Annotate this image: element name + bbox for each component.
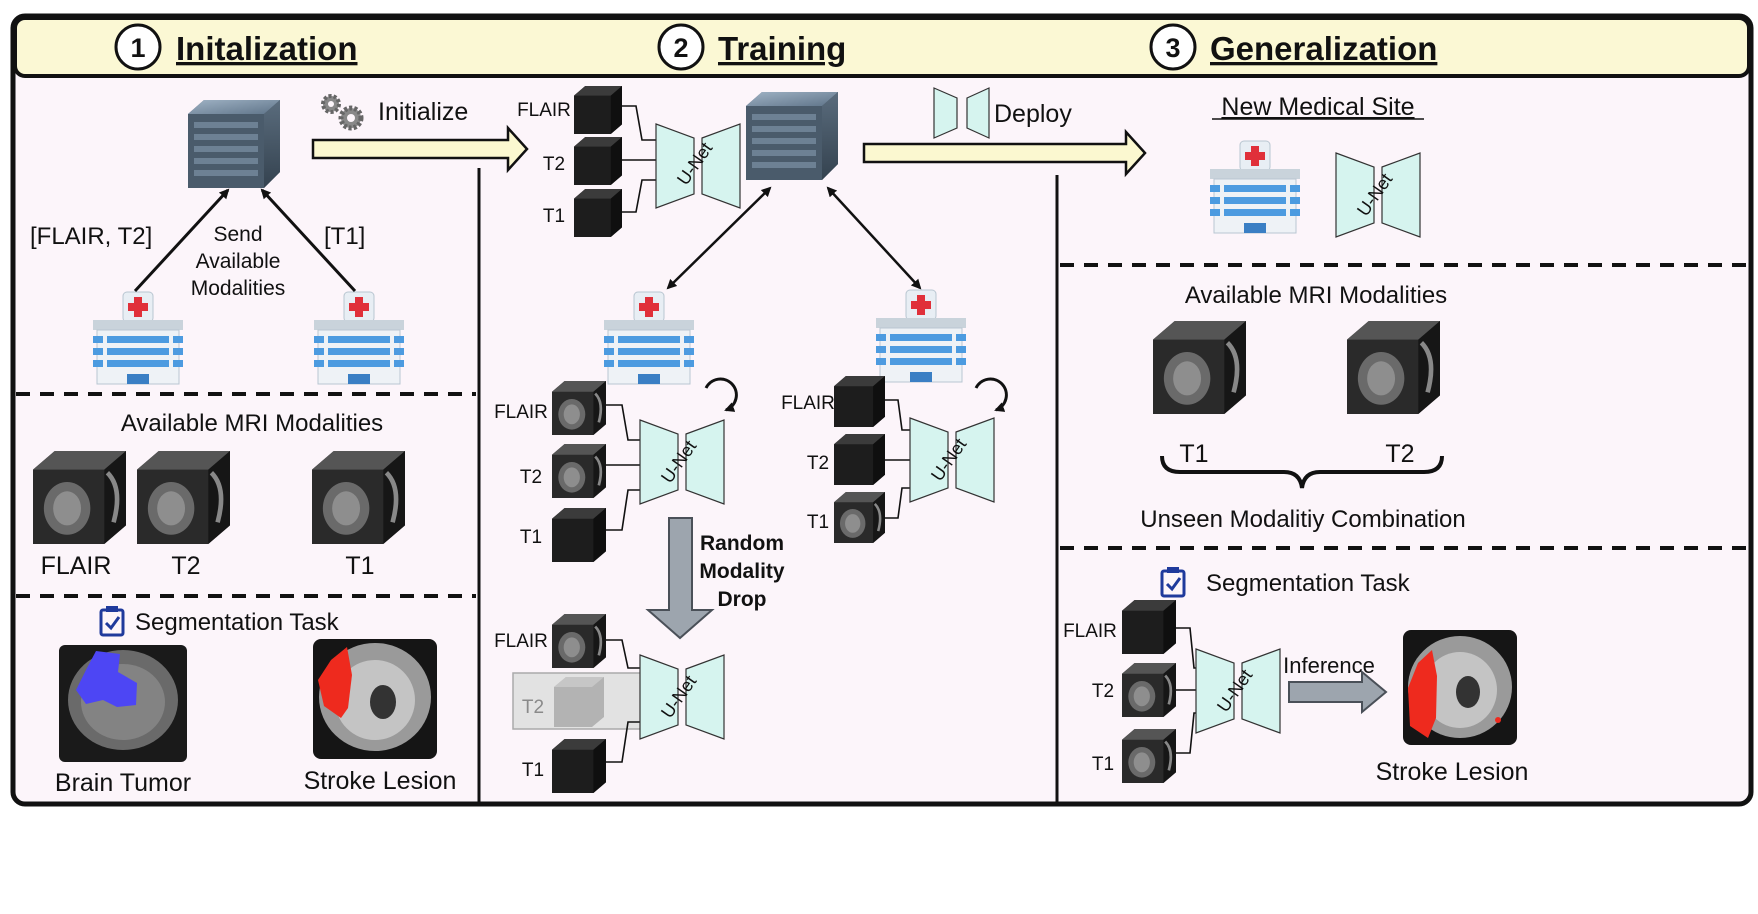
top-input-t2: T2	[543, 154, 565, 175]
gen-cube-t2	[1120, 661, 1178, 719]
drop-label-line-3: Drop	[718, 588, 767, 611]
arrow-client-a-to-server	[133, 188, 230, 293]
client-b-input-flair: FLAIR	[781, 393, 835, 414]
arrow-client-b-to-server	[260, 188, 357, 293]
init-seg-title: Segmentation Task	[135, 609, 340, 636]
drop-arrow	[645, 517, 715, 640]
client-b-input-t2: T2	[807, 453, 829, 474]
top-cube-flair	[574, 86, 622, 134]
step-1-badge	[114, 23, 162, 71]
section-title-init: Initalization	[176, 30, 358, 67]
step-3-number: 3	[1165, 33, 1180, 63]
client-a-input-flair: FLAIR	[494, 402, 548, 423]
top-input-wires	[622, 105, 658, 213]
cube-label-flair-init: FLAIR	[41, 552, 112, 580]
client-b-cube-flair	[834, 376, 885, 427]
cube-t1-init	[312, 451, 405, 544]
send-label-line-1: Send	[213, 223, 262, 246]
clipboard-check-icon	[99, 606, 125, 637]
stroke-lesion-image-init	[313, 639, 437, 759]
top-input-t1: T1	[543, 206, 565, 227]
header-band	[13, 16, 1751, 78]
client-a-cube-t1	[552, 508, 606, 562]
client-a-loop-icon	[704, 377, 738, 412]
dropped-wires	[606, 639, 642, 763]
brain-tumor-image	[59, 645, 187, 762]
top-input-flair: FLAIR	[517, 100, 571, 121]
step-2-badge	[657, 23, 705, 71]
cube-t2-init	[137, 451, 230, 544]
client-a-cube-flair	[550, 379, 608, 437]
gen-cube-t1	[1120, 727, 1178, 785]
init-modalities-title: Available MRI Modalities	[121, 410, 383, 437]
inference-label: Inference	[1283, 653, 1375, 678]
cube-flair-init	[33, 451, 126, 544]
cube-label-t1-gen: T1	[1179, 440, 1208, 468]
client-b-loop-icon	[974, 377, 1008, 412]
header-section-2: 2 Training	[657, 23, 846, 71]
client-b-input-t1: T1	[807, 512, 829, 533]
drop-label-line-2: Modality	[699, 560, 784, 583]
cube-t1-gen	[1153, 321, 1246, 414]
step-3-badge	[1149, 23, 1197, 71]
new-site-title: New Medical Site	[1221, 93, 1414, 121]
stroke-lesion-label-init: Stroke Lesion	[304, 767, 457, 795]
right-modalities-label: [T1]	[324, 223, 365, 250]
inference-arrow	[1288, 669, 1388, 715]
client-a-wires	[606, 404, 642, 531]
header-section-3: 3 Generalization	[1149, 23, 1437, 71]
unseen-combination-label: Unseen Modalitiy Combination	[1140, 506, 1466, 533]
send-label-line-3: Modalities	[191, 277, 286, 300]
section-title-general: Generalization	[1210, 30, 1437, 67]
step-2-number: 2	[673, 33, 688, 63]
initialize-arrow	[311, 124, 529, 174]
step-1-number: 1	[130, 33, 145, 63]
combination-brace	[1160, 455, 1444, 489]
client-b-cube-t2	[834, 434, 885, 485]
cube-t2-gen	[1347, 321, 1440, 414]
dropped-cube-flair	[550, 612, 608, 670]
client-b-wires	[884, 399, 912, 519]
client-a-input-t2: T2	[520, 467, 542, 488]
send-label-line-2: Available	[196, 250, 281, 273]
dropped-input-t2: T2	[522, 697, 544, 718]
gen-modalities-title: Available MRI Modalities	[1185, 282, 1447, 309]
gear-icon	[321, 94, 364, 131]
central-server-training	[746, 92, 838, 180]
dropped-input-t1: T1	[522, 760, 544, 781]
deploy-arrow	[862, 128, 1147, 178]
central-server-init	[188, 100, 280, 188]
dropped-cube-t2	[554, 677, 604, 727]
header-section-1: 1 Initalization	[114, 23, 358, 71]
gen-input-flair: FLAIR	[1063, 621, 1117, 642]
client-a-cube-t2	[550, 442, 608, 500]
cube-label-t1-init: T1	[345, 552, 374, 580]
client-b-cube-t1	[832, 490, 887, 545]
sync-arrow-client-a	[666, 186, 772, 290]
left-modalities-label: [FLAIR, T2]	[30, 223, 152, 250]
client-a-input-t1: T1	[520, 527, 542, 548]
gen-input-t1: T1	[1092, 754, 1114, 775]
drop-label-line-1: Random	[700, 532, 784, 555]
brain-tumor-label: Brain Tumor	[55, 769, 191, 797]
dropped-input-flair: FLAIR	[494, 631, 548, 652]
stroke-lesion-label-gen: Stroke Lesion	[1376, 758, 1529, 786]
deploy-label: Deploy	[994, 100, 1072, 128]
clipboard-check-icon-gen	[1160, 567, 1186, 598]
top-cube-t1	[574, 189, 622, 237]
section-title-training: Training	[718, 30, 846, 67]
gen-seg-title: Segmentation Task	[1206, 570, 1411, 597]
dropped-cube-t1	[552, 739, 606, 793]
top-cube-t2	[574, 137, 622, 185]
stroke-lesion-image-gen	[1403, 630, 1517, 745]
deploy-icon	[933, 87, 990, 139]
cube-label-t2-gen: T2	[1385, 440, 1414, 468]
initialize-label: Initialize	[378, 98, 468, 126]
cube-label-t2-init: T2	[171, 552, 200, 580]
sync-arrow-client-b	[826, 186, 922, 290]
gen-input-t2: T2	[1092, 681, 1114, 702]
gen-cube-flair	[1122, 600, 1176, 654]
